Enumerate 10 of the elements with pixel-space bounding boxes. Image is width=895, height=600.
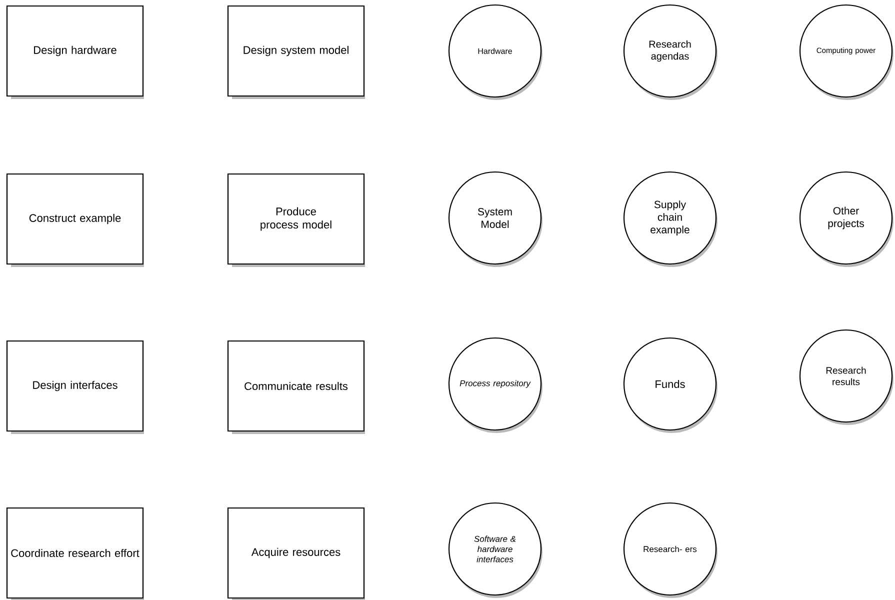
process-box: Design hardware (6, 5, 144, 99)
process-box: Coordinate research effort (6, 507, 144, 600)
process-box: Produce process model (227, 173, 365, 267)
node-label: Research results (826, 366, 866, 386)
process-box: Communicate results (227, 340, 365, 434)
node-label: Other projects (828, 206, 864, 230)
process-box: Design interfaces (6, 340, 144, 434)
process-box: Construct example (6, 173, 144, 267)
process-box: Acquire resources (227, 507, 365, 600)
process-box: Design system model (227, 5, 365, 99)
